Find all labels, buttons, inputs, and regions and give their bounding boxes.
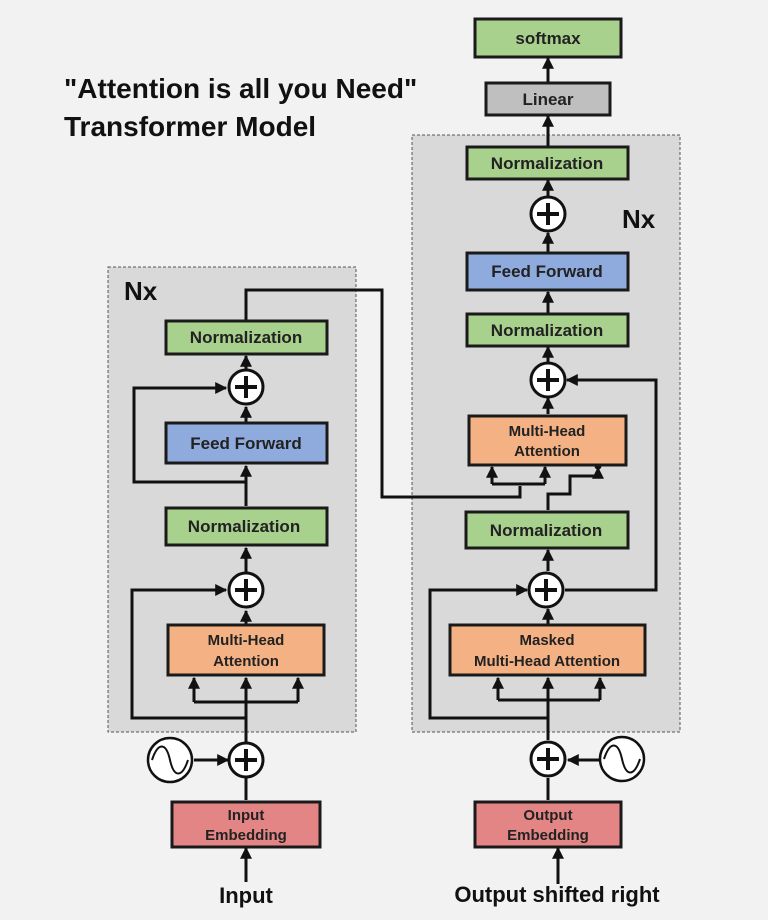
decoder-repeat-label: Nx (622, 204, 656, 234)
encoder-attention-label-line1: Multi-Head (208, 632, 285, 649)
output-embedding-block: Output Embedding (473, 800, 623, 849)
decoder-norm-bottom-label: Normalization (490, 521, 602, 540)
decoder-masked-label-line1: Masked (519, 632, 574, 649)
decoder-attention-block: Multi-Head Attention (467, 414, 628, 467)
decoder-norm-middle-label: Normalization (491, 321, 603, 340)
plus-circle-icon (227, 368, 265, 406)
encoder-norm-top-block: Normalization (164, 319, 329, 356)
linear-label: Linear (522, 90, 573, 109)
encoder-attention-label-line2: Attention (213, 653, 279, 670)
input-embedding-block: Input Embedding (170, 800, 322, 849)
output-embedding-label-line1: Output (523, 807, 572, 824)
encoder-norm-bottom-block: Normalization (164, 506, 329, 547)
plus-circle-icon (529, 361, 567, 399)
decoder-norm-middle-block: Normalization (465, 312, 630, 348)
encoder-norm-bottom-label: Normalization (188, 517, 300, 536)
encoder-norm-top-label: Normalization (190, 328, 302, 347)
decoder-norm-top-block: Normalization (465, 145, 630, 181)
plus-circle-icon (527, 571, 565, 609)
softmax-label: softmax (515, 29, 581, 48)
encoder-repeat-label: Nx (124, 276, 158, 306)
output-embedding-label-line2: Embedding (507, 827, 589, 844)
decoder-connections (428, 56, 658, 884)
diagram-title-line1: "Attention is all you Need" (64, 73, 417, 104)
plus-circle-icon (529, 740, 567, 778)
encoder-attention-block: Multi-Head Attention (166, 623, 326, 677)
decoder-norm-bottom-block: Normalization (464, 510, 630, 550)
output-label: Output shifted right (454, 882, 660, 907)
encoder-feed-forward-label: Feed Forward (190, 434, 301, 453)
linear-block: Linear (484, 81, 612, 117)
decoder-feed-forward-block: Feed Forward (465, 251, 630, 292)
plus-circle-icon (227, 571, 265, 609)
decoder-masked-label-line2: Multi-Head Attention (474, 653, 620, 670)
encoder-connections (130, 288, 522, 882)
input-label: Input (219, 883, 273, 908)
diagram-title-line2: Transformer Model (64, 111, 316, 142)
sine-wave-icon (146, 736, 194, 784)
decoder-feed-forward-label: Feed Forward (491, 262, 602, 281)
input-embedding-label-line2: Embedding (205, 827, 287, 844)
plus-circle-icon (227, 741, 265, 779)
sine-wave-icon (598, 735, 646, 783)
encoder-feed-forward-block: Feed Forward (164, 421, 329, 465)
decoder-masked-attention-block: Masked Multi-Head Attention (448, 623, 647, 677)
input-embedding-label-line1: Input (228, 807, 265, 824)
plus-circle-icon (529, 195, 567, 233)
decoder-attention-label-line1: Multi-Head (509, 423, 586, 440)
decoder-attention-label-line2: Attention (514, 443, 580, 460)
decoder-norm-top-label: Normalization (491, 154, 603, 173)
softmax-block: softmax (473, 17, 623, 59)
